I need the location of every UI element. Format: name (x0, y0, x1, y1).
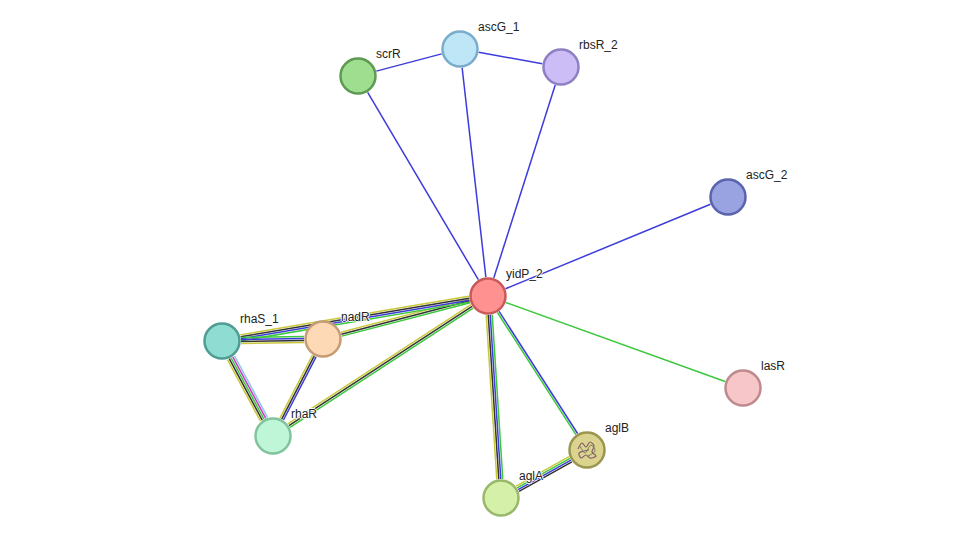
node-circle-shape (471, 279, 506, 314)
protein-node: aglB (568, 431, 606, 469)
evidence-line (288, 305, 471, 424)
interaction-edge (368, 92, 479, 279)
node-circle (542, 48, 580, 86)
evidence-line (233, 357, 266, 419)
evidence-line (488, 315, 499, 479)
node-circle (568, 431, 606, 469)
node-label: rhaR (291, 407, 317, 421)
node-circle-shape (256, 419, 291, 454)
node-circle (469, 277, 507, 315)
evidence-line (517, 458, 570, 487)
node-circle-shape (726, 371, 761, 406)
node-circle-shape (306, 322, 341, 357)
node-circle (709, 178, 747, 216)
node-label: aglA (519, 469, 543, 483)
evidence-line (241, 342, 304, 343)
evidence-line (290, 308, 473, 427)
node-label: lasR (761, 359, 785, 373)
node-label: rhaS_1 (240, 312, 279, 326)
node-circle (339, 57, 377, 95)
evidence-line (235, 356, 268, 418)
interaction-edge (240, 296, 470, 341)
interaction-edge (516, 457, 572, 492)
node-circle (482, 479, 520, 517)
interaction-edge (288, 305, 473, 428)
interaction-edge (506, 302, 725, 381)
evidence-line (289, 306, 472, 425)
interaction-edge (280, 355, 316, 420)
node-circle (441, 30, 479, 68)
node-circle-shape (341, 59, 376, 94)
interaction-edge (479, 52, 543, 63)
evidence-line (516, 457, 569, 486)
node-circle-shape (544, 50, 579, 85)
evidence-line (506, 302, 725, 381)
node-circle-shape (443, 32, 478, 67)
protein-node: rhaR (254, 417, 292, 455)
protein-node: ascG_1 (441, 30, 479, 68)
evidence-line (486, 315, 497, 479)
node-label: scrR (376, 47, 401, 61)
evidence-line (241, 338, 304, 339)
evidence-line (368, 92, 479, 279)
interaction-edge (462, 68, 486, 277)
evidence-line (506, 204, 711, 289)
interaction-edge (241, 336, 304, 343)
node-circle-shape (205, 324, 240, 359)
evidence-line (497, 313, 575, 435)
evidence-line (229, 359, 262, 421)
evidence-line (241, 336, 304, 337)
protein-node: nadR (304, 320, 342, 358)
interaction-edge (486, 315, 503, 479)
interaction-edge (227, 356, 267, 421)
node-circle-shape (570, 433, 605, 468)
protein-node: yidP_2 (469, 277, 507, 315)
protein-node: ascG_2 (709, 178, 747, 216)
evidence-line (231, 358, 264, 420)
evidence-line (462, 68, 486, 277)
evidence-line (499, 311, 577, 433)
protein-node: rhaS_1 (203, 322, 241, 360)
protein-node: scrR (339, 57, 377, 95)
node-circle (254, 417, 292, 455)
node-label: ascG_2 (746, 168, 787, 182)
protein-node: lasR (724, 369, 762, 407)
node-label: ascG_1 (478, 20, 519, 34)
node-circle (304, 320, 342, 358)
node-label: nadR (341, 310, 370, 324)
node-label: yidP_2 (506, 267, 543, 281)
evidence-line (479, 52, 543, 63)
interaction-edge (494, 85, 555, 278)
node-circle (203, 322, 241, 360)
node-label: aglB (605, 421, 629, 435)
interaction-edge (497, 311, 577, 434)
evidence-line (241, 340, 304, 341)
node-circle-shape (711, 180, 746, 215)
node-circle (724, 369, 762, 407)
protein-node: aglA (482, 479, 520, 517)
node-circle-shape (484, 481, 519, 516)
node-label: rbsR_2 (579, 38, 618, 52)
evidence-line (283, 357, 316, 420)
evidence-line (494, 85, 555, 278)
protein-structure-icon (578, 442, 596, 458)
evidence-line (227, 360, 260, 422)
evidence-line (518, 460, 571, 489)
interaction-edge (506, 204, 711, 289)
protein-node: rbsR_2 (542, 48, 580, 86)
evidence-line (519, 462, 572, 491)
